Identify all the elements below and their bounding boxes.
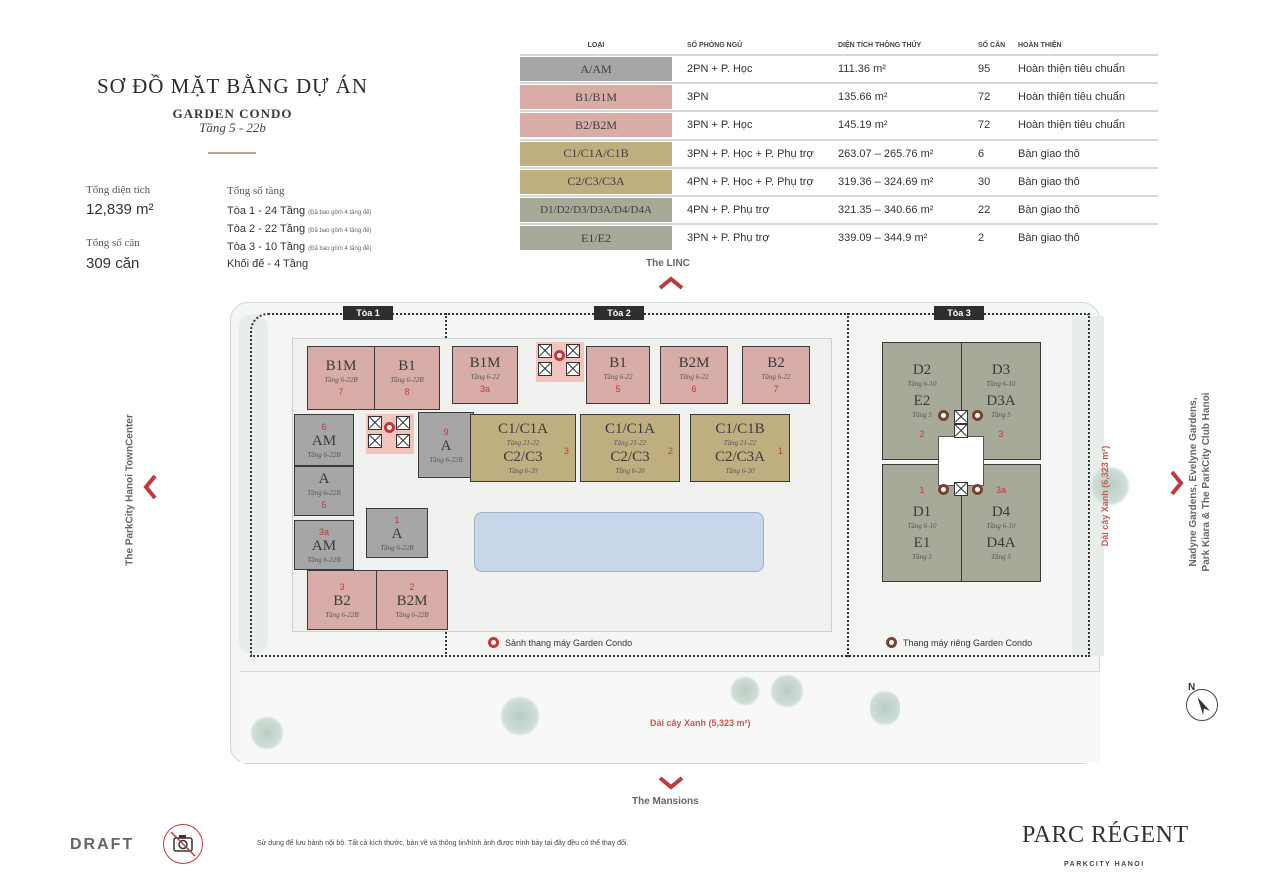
table-row: E1/E2 3PN + P. Phụ trợ 339.09 – 344.9 m²… (520, 223, 1158, 251)
private-elevator-icon (972, 484, 983, 495)
east-green-strip-label: Dải cây Xanh (6,323 m²) (1100, 445, 1110, 547)
elevator-lobby-icon (488, 637, 499, 648)
chevron-right-icon (1170, 470, 1184, 496)
tower-tag-3: Tòa 3 (934, 306, 984, 320)
private-elevator-icon (938, 484, 949, 495)
legend-lobby: Sảnh thang máy Garden Condo (488, 637, 632, 648)
total-units-value: 309 căn (86, 255, 140, 272)
chevron-up-icon (658, 276, 684, 290)
private-elevator-icon (886, 637, 897, 648)
south-green-strip (240, 671, 1100, 763)
swimming-pool (474, 512, 764, 572)
table-row: C2/C3/C3A 4PN + P. Học + P. Phụ trợ 319.… (520, 166, 1158, 195)
table-header: LOẠI SỐ PHÒNG NGỦ DIỆN TÍCH THÔNG THỦY S… (587, 41, 1062, 49)
south-green-strip-label: Dải cây Xanh (5,323 m²) (650, 718, 751, 728)
total-area-value: 12,839 m² (86, 201, 154, 218)
table-row: B1/B1M 3PN 135.66 m² 72 Hoàn thiện tiêu … (520, 82, 1158, 110)
table-row: C1/C1A/C1B 3PN + P. Học + P. Phụ trợ 263… (520, 138, 1158, 167)
west-direction-label: The ParkCity Hanoi TownCenter (124, 414, 136, 566)
page-title: SƠ ĐỒ MẶT BẰNG DỰ ÁN (96, 74, 368, 98)
floors-line-4: Khối đế - 4 Tầng (227, 258, 309, 270)
table-row: A/AM 2PN + P. Học 111.36 m² 95 Hoàn thiệ… (520, 54, 1158, 82)
floor-range: Tầng 5 - 22b (199, 120, 266, 135)
tower2-lobby-core (536, 342, 584, 382)
total-units-label: Tổng số căn (86, 237, 140, 249)
title-divider (208, 152, 256, 154)
legend-private: Thang máy riêng Garden Condo (886, 637, 1032, 648)
east-direction-label: Nadyne Gardens, Evelyne Gardens, Park Ki… (1188, 392, 1212, 572)
private-elevator-icon (938, 410, 949, 421)
elevator-lobby-icon (384, 422, 395, 433)
west-green-strip (238, 314, 268, 654)
tower1-lobby-core (366, 414, 414, 454)
private-elevator-icon (972, 410, 983, 421)
brand-subtitle: PARKCITY HANOI (1064, 861, 1145, 868)
total-area-label: Tổng diện tích (86, 184, 151, 196)
north-compass-icon (1186, 689, 1218, 721)
table-row: B2/B2M 3PN + P. Học 145.19 m² 72 Hoàn th… (520, 110, 1158, 138)
no-photo-icon (163, 824, 203, 864)
tower-tag-1: Tòa 1 (343, 306, 393, 320)
south-direction-label: The Mansions (632, 796, 699, 807)
page-subtitle: GARDEN CONDO (172, 106, 293, 121)
floors-line-2: Tòa 2 - 22 Tầng (Đã bao gồm 4 tầng đế) (227, 223, 372, 235)
compass-north-label: N (1188, 682, 1196, 693)
unit-type-table: LOẠI SỐ PHÒNG NGỦ DIỆN TÍCH THÔNG THỦY S… (520, 36, 1158, 251)
north-direction-label: The LINC (646, 258, 690, 269)
tower-tag-2: Tòa 2 (594, 306, 644, 320)
chevron-down-icon (658, 776, 684, 790)
brand-logo: PARC RÉGENT (1022, 822, 1189, 848)
chevron-left-icon (143, 474, 157, 500)
disclaimer-note: Sử dụng để lưu hành nội bộ. Tất cả kích … (257, 840, 629, 847)
table-row: D1/D2/D3/D3A/D4/D4A 4PN + P. Phụ trợ 321… (520, 194, 1158, 223)
garden-condo-boundary (250, 313, 1090, 657)
floors-line-3: Tòa 3 - 10 Tầng (Đã bao gồm 4 tầng đế) (227, 241, 372, 253)
floors-line-1: Tòa 1 - 24 Tầng (Đã bao gồm 4 tầng đế) (227, 205, 372, 217)
tower3-core (938, 436, 984, 486)
tower-divider-2 (847, 313, 849, 657)
elevator-lobby-icon (554, 350, 565, 361)
draft-label: DRAFT (70, 836, 135, 853)
floors-label: Tổng số tầng (227, 185, 285, 197)
